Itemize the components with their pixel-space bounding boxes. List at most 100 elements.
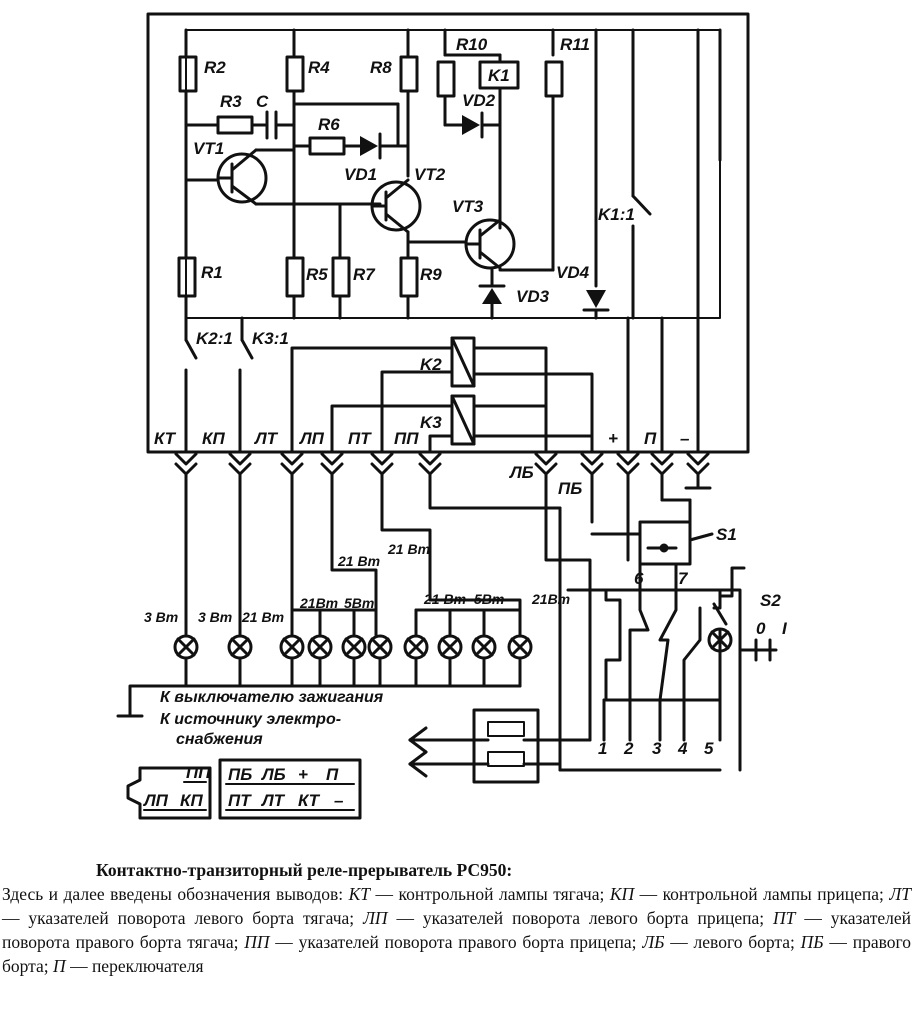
caption-text: — контрольной лампы прицепа; — [634, 884, 890, 904]
relay-coil-k3 — [450, 394, 476, 446]
lamp-label-pp-21c: 21Вт — [531, 591, 570, 607]
label-r7: R7 — [353, 265, 376, 284]
resistor-r11 — [544, 60, 564, 98]
lamp-lt — [279, 634, 305, 660]
label-r10: R10 — [456, 35, 488, 54]
pinout-large: ПБ ЛБ + П ПТ ЛТ КТ – — [218, 758, 362, 820]
lamp-pp-5 — [471, 634, 497, 660]
circuit-diagram: R2 R3 C R4 VT1 R6 VD1 R8 VT2 R10 K1 — [116, 12, 788, 820]
connector-1-5: 1 2 3 4 5 — [598, 739, 714, 758]
pinout-lt: ЛТ — [260, 791, 286, 810]
resistor-r5 — [285, 256, 305, 298]
label-r4: R4 — [308, 58, 330, 77]
switch-s2[interactable] — [707, 566, 778, 662]
terminal-lp: ЛП — [298, 429, 325, 448]
pinout-plus: + — [298, 765, 308, 784]
connector-pin-4: 4 — [677, 739, 688, 758]
pinout-small-kp: КП — [180, 791, 203, 810]
lamp-pt — [367, 634, 393, 660]
terminal-lb: ЛБ — [508, 463, 534, 482]
lamp-label-pt: 21 Вт — [337, 553, 380, 569]
pinout-pb: ПБ — [228, 765, 252, 784]
pinout-small-lp: ЛП — [142, 791, 169, 810]
label-r8: R8 — [370, 58, 392, 77]
label-vt2: VT2 — [414, 165, 446, 184]
caption-code: П — [53, 956, 66, 976]
relay-coil-k2 — [450, 336, 476, 388]
lamp-label-lt: 21 Вт — [241, 609, 284, 625]
pinout-pt: ПТ — [228, 791, 252, 810]
caption-code: ЛП — [363, 908, 388, 928]
caption-code: ЛТ — [889, 884, 911, 904]
lamp-pp-21c — [507, 634, 533, 660]
lamp-lp-5 — [341, 634, 367, 660]
label-c: C — [256, 92, 269, 111]
caption-intro: Здесь и далее введены обозначения выводо… — [2, 884, 349, 904]
pinout-small-top: ПП — [186, 763, 211, 782]
switch-s1[interactable] — [638, 520, 692, 566]
label-r6: R6 — [318, 115, 340, 134]
caption-code: КП — [609, 884, 635, 904]
label-s1: S1 — [716, 525, 737, 544]
resistor-r6 — [308, 136, 346, 156]
label-vd3: VD3 — [516, 287, 550, 306]
pinout-small: ПП ЛП КП — [126, 763, 212, 820]
terminal-plus: + — [608, 429, 618, 448]
caption-text: — контрольной лампы тягача; — [369, 884, 610, 904]
note-ignition: К выключателю зажигания — [160, 689, 384, 706]
label-k2-1: K2:1 — [196, 329, 233, 348]
label-vd1: VD1 — [344, 165, 377, 184]
label-vd4: VD4 — [556, 263, 590, 282]
label-vt3: VT3 — [452, 197, 484, 216]
terminal-pb: ПБ — [558, 479, 582, 498]
label-k1: K1 — [488, 66, 510, 85]
terminal-kp: КП — [202, 429, 225, 448]
lamp-pp-21b — [437, 634, 463, 660]
caption-code: КТ — [348, 884, 370, 904]
connector-pin-5: 5 — [704, 739, 714, 758]
lamp-kt — [173, 634, 199, 660]
note-supply-1: К источнику электро- — [160, 711, 341, 728]
pinout-lb: ЛБ — [260, 765, 286, 784]
terminal-pt: ПТ — [348, 429, 372, 448]
resistor-r4 — [285, 55, 305, 93]
caption-code: ПТ — [773, 908, 796, 928]
diode-vd3 — [482, 288, 502, 304]
label-k2: K2 — [420, 355, 442, 374]
caption-code: ПБ — [800, 932, 824, 952]
caption-text: — левого борта; — [664, 932, 801, 952]
lamp-lp-21 — [307, 634, 333, 660]
resistor-r7 — [331, 256, 351, 298]
figure-caption: Контактно-транзиторный реле-прерыватель … — [0, 858, 917, 978]
label-s1-pin7: 7 — [678, 569, 689, 588]
caption-body: Здесь и далее введены обозначения выводо… — [0, 882, 917, 978]
lamp-pp-21 — [403, 634, 429, 660]
terminal-minus: – — [680, 429, 690, 448]
caption-text: — указателей поворота правого борта приц… — [269, 932, 643, 952]
terminal-p: П — [644, 429, 657, 448]
label-k3: K3 — [420, 413, 442, 432]
label-r11: R11 — [560, 35, 590, 54]
lamp-kp — [227, 634, 253, 660]
label-r5: R5 — [306, 265, 328, 284]
lamp-label-kt: 3 Вт — [144, 609, 178, 625]
caption-text: — переключателя — [65, 956, 204, 976]
caption-title: Контактно-транзиторный реле-прерыватель … — [96, 860, 513, 880]
ground-bus — [128, 684, 522, 718]
label-s2-pos1: I — [782, 619, 788, 638]
label-r3: R3 — [220, 92, 242, 111]
diode-vd2 — [462, 115, 480, 135]
lamp-label-lp-5: 5Вт — [344, 595, 374, 611]
lamp-label-pp-5: 5Вт — [474, 591, 504, 607]
lamp-label-pp-21b: 21 Вт — [423, 591, 466, 607]
caption-code: ЛБ — [642, 932, 665, 952]
caption-code: ПП — [244, 932, 270, 952]
terminal-kt: КТ — [154, 429, 177, 448]
label-s2: S2 — [760, 591, 781, 610]
resistor-r2 — [178, 55, 198, 93]
resistor-r8 — [399, 55, 419, 93]
resistor-r10 — [436, 60, 456, 98]
diode-vd4 — [586, 290, 606, 308]
lamp-label-pp-21: 21 Вт — [387, 541, 430, 557]
caption-text: — указателей поворота левого борта тягач… — [2, 908, 364, 928]
